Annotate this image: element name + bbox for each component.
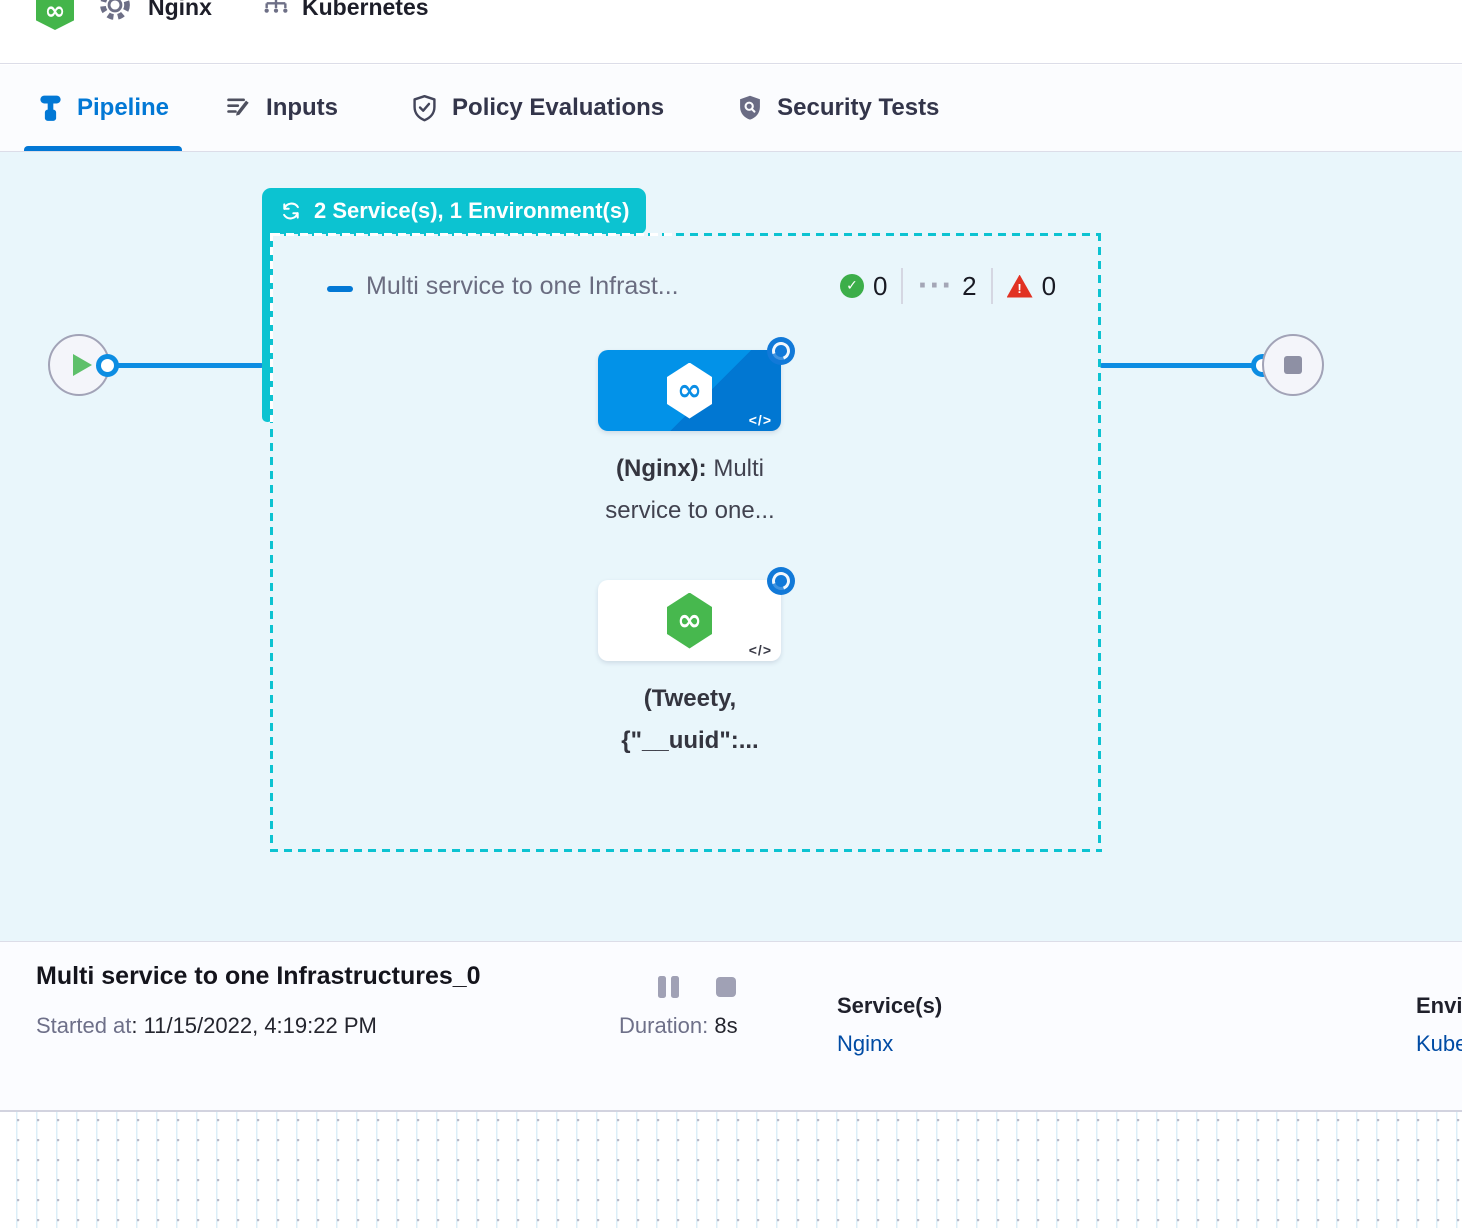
pause-icon (658, 976, 666, 998)
success-check-icon: ✓ (840, 274, 864, 298)
count-separator (990, 268, 993, 304)
failed-count: 0 (1041, 270, 1057, 301)
end-node (1262, 334, 1324, 396)
loop-icon (279, 199, 303, 223)
security-shield-icon (736, 94, 764, 122)
duration-value: 8s (708, 1013, 738, 1038)
services-environments-badge[interactable]: 2 Service(s), 1 Environment(s) (262, 188, 647, 234)
started-at-label: Started at (36, 1013, 132, 1038)
spinner-badge (767, 337, 795, 365)
execution-title: Multi service to one Infrastructures_0 (36, 962, 481, 990)
tab-pipeline[interactable]: Pipeline (24, 65, 183, 151)
duration: Duration: 8s (619, 1013, 738, 1039)
infinity-icon: ∞ (44, 0, 66, 25)
stage-status-counts: ✓ 0 ··· 2 ! 0 (840, 268, 1056, 304)
abort-button[interactable] (716, 977, 736, 997)
running-ellipsis-icon: ··· (917, 271, 954, 301)
policy-shield-icon (410, 94, 439, 123)
console-grid-background (0, 1112, 1462, 1228)
running-count: 2 (962, 270, 977, 301)
tab-policy-evaluations[interactable]: Policy Evaluations (397, 65, 677, 151)
tab-security-tests-label: Security Tests (777, 94, 940, 121)
pause-button[interactable] (658, 976, 679, 998)
context-header: ∞ Nginx Kubernetes (0, 0, 1462, 64)
failed-warning-icon: ! (1006, 274, 1033, 298)
execution-summary-bar: Multi service to one Infrastructures_0 S… (0, 941, 1462, 1110)
collapse-stage-button[interactable] (327, 286, 353, 292)
started-at-value: : 11/15/2022, 4:19:22 PM (131, 1013, 377, 1038)
stage-group-border-right (1098, 233, 1101, 852)
matrix-strip (262, 210, 273, 422)
pipeline-canvas[interactable]: 2 Service(s), 1 Environment(s) Multi ser… (0, 152, 1462, 941)
tab-security-tests[interactable]: Security Tests (723, 65, 952, 151)
harness-logo: ∞ (36, 0, 74, 30)
edge-line-right (1100, 363, 1263, 368)
stage-group-border-top-overlay (272, 233, 672, 236)
cluster-icon (260, 0, 292, 20)
stage-group-border-left (270, 233, 273, 852)
environment-context-label[interactable]: Kubernetes (302, 0, 429, 20)
count-separator (901, 268, 904, 304)
tab-pipeline-label: Pipeline (77, 94, 170, 121)
footer-divider (0, 1110, 1462, 1112)
play-icon (73, 354, 92, 376)
harness-hexagon-icon: ∞ (667, 362, 712, 419)
services-value-link[interactable]: Nginx (837, 1031, 894, 1056)
harness-hexagon-icon: ∞ (667, 592, 712, 649)
badge-label: 2 Service(s), 1 Environment(s) (314, 198, 630, 223)
duration-label: Duration: (619, 1013, 709, 1038)
inputs-icon (225, 94, 253, 122)
stage-name: Multi service to one Infrast... (366, 272, 679, 300)
gear-icon (98, 0, 132, 22)
tab-policy-evaluations-label: Policy Evaluations (452, 94, 665, 121)
services-column: Service(s) Nginx (837, 993, 942, 1057)
start-connector-dot (96, 354, 119, 377)
stage-node-tweety-label: (Tweety, {"__uuid":... (621, 685, 759, 754)
stage-group-border-bottom (270, 849, 1102, 852)
edge-line-left (110, 363, 263, 368)
stop-icon (716, 977, 736, 997)
active-tab-indicator (24, 146, 183, 151)
spinner-badge (767, 567, 795, 595)
stage-node-nginx[interactable]: ∞ </> (598, 337, 795, 431)
environments-column: Environment(s) Kubernetes (1416, 993, 1462, 1057)
pipeline-icon (37, 95, 64, 122)
services-label: Service(s) (837, 993, 943, 1018)
tab-bar: Pipeline Inputs Policy Evaluations (0, 65, 1462, 152)
code-icon: </> (748, 642, 772, 658)
stop-icon (1284, 356, 1302, 374)
stage-node-tweety[interactable]: ∞ </> (598, 567, 795, 661)
code-icon: </> (748, 412, 772, 428)
stage-node-nginx-label: (Nginx): Multi service to one... (605, 455, 775, 524)
tab-inputs-label: Inputs (266, 94, 339, 121)
pause-icon (671, 976, 679, 998)
environments-value-link[interactable]: Kubernetes (1416, 1031, 1462, 1056)
started-at: Started at: 11/15/2022, 4:19:22 PM (36, 1013, 377, 1039)
success-count: 0 (873, 270, 888, 301)
stage-group-border-top (270, 233, 1100, 236)
tab-inputs[interactable]: Inputs (212, 65, 351, 151)
environments-label: Environment(s) (1416, 993, 1462, 1018)
stage-group-border-left-overlay (270, 233, 273, 422)
service-context-label[interactable]: Nginx (148, 0, 212, 20)
